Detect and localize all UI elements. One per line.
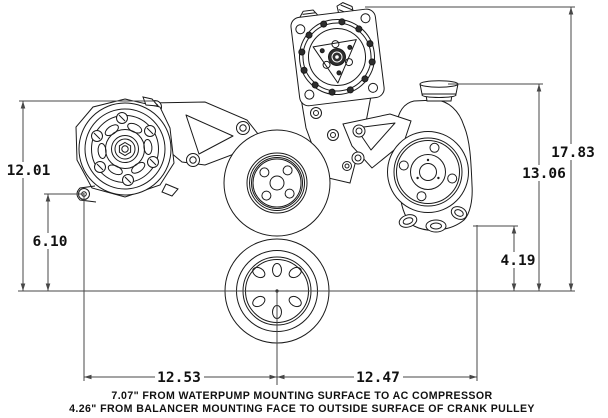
dimension-label-17-83: 17.83 — [551, 145, 595, 161]
water-pump-pulley-drawing — [223, 129, 331, 237]
note-line-1: 7.07" FROM WATERPUMP MOUNTING SURFACE TO… — [111, 390, 492, 402]
dimension-label-4-19: 4.19 — [501, 253, 536, 269]
power-steering-bracket-drawing — [342, 113, 412, 169]
note-line-2: 4.26" FROM BALANCER MOUNTING FACE TO OUT… — [69, 403, 535, 415]
dimension-13-06 — [448, 83, 543, 291]
drawing-notes: 7.07" FROM WATERPUMP MOUNTING SURFACE TO… — [69, 390, 535, 415]
ac-compressor-drawing — [290, 2, 385, 107]
alternator-drawing — [75, 96, 179, 203]
dimension-label-12-47: 12.47 — [356, 370, 400, 386]
dimension-label-13-06: 13.06 — [522, 166, 566, 182]
dimension-lines — [18, 6, 575, 385]
dimension-labels: 12.01 6.10 17.83 13.06 4.19 12.53 12.47 — [4, 144, 598, 386]
dimension-12-01 — [19, 100, 157, 291]
power-steering-pump-drawing — [342, 80, 473, 233]
dimension-label-12-53: 12.53 — [157, 370, 201, 386]
dimension-label-6-10: 6.10 — [33, 234, 68, 250]
dimension-label-12-01: 12.01 — [7, 163, 51, 179]
